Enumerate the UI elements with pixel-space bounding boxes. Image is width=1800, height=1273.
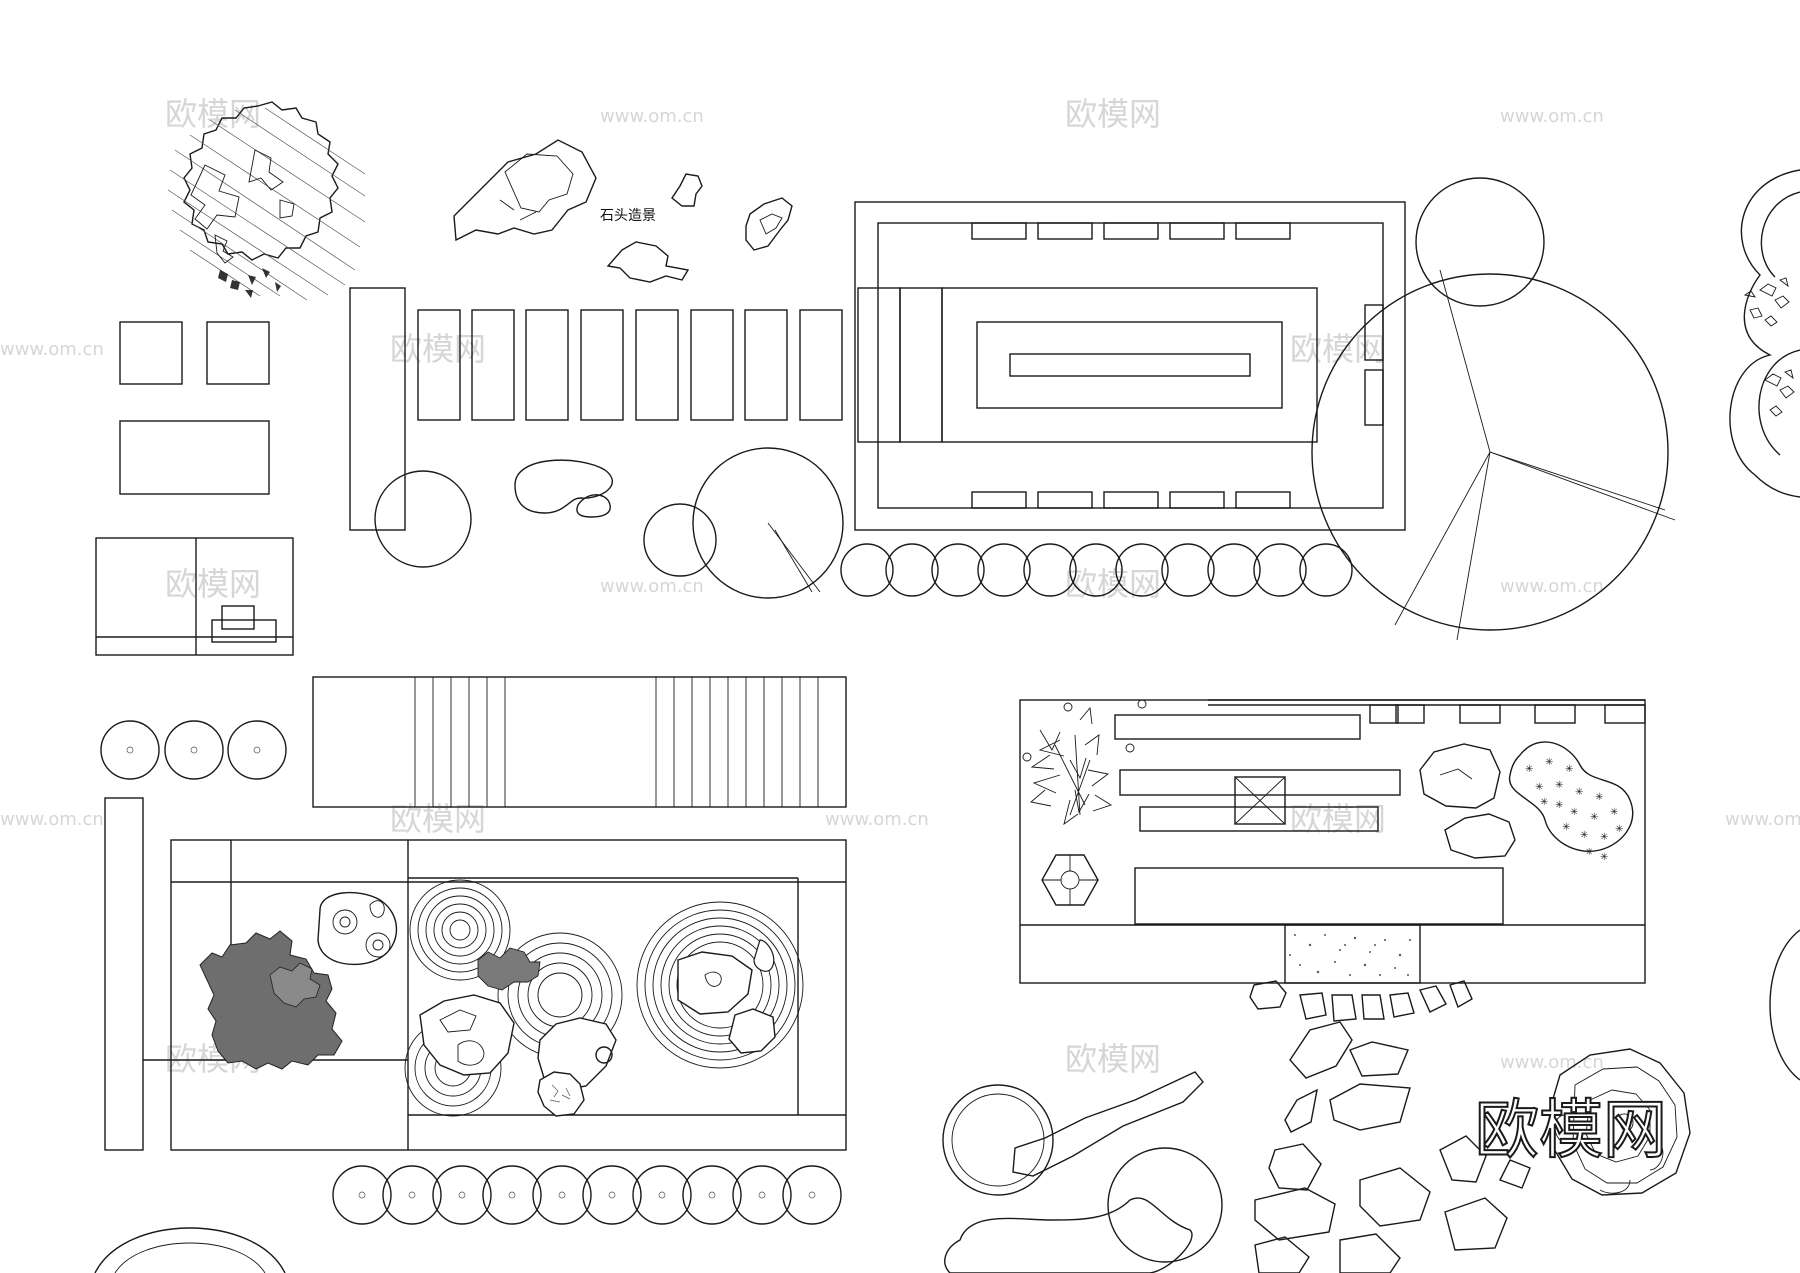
watermark-cn-3: 欧模网 <box>390 330 486 368</box>
garden-plan-right: ✳✳✳ ✳✳✳ ✳✳✳ ✳✳✳ ✳✳✳ ✳✳✳ <box>1019 699 1646 1022</box>
shrub-row-bottom <box>94 1165 842 1273</box>
svg-text:✳: ✳ <box>1580 830 1588 841</box>
tree-canopy-hatched <box>167 101 366 301</box>
svg-text:✳: ✳ <box>1570 807 1578 818</box>
pavilion-plan <box>854 201 1406 531</box>
svg-text:✳: ✳ <box>1600 832 1608 843</box>
gate-plan <box>95 537 294 656</box>
watermark-url-9: www.om.cn <box>1500 1052 1604 1073</box>
watermark-url-1: www.om.cn <box>600 106 704 127</box>
svg-text:✳: ✳ <box>1565 764 1573 775</box>
watermark-cn-5: 欧模网 <box>165 565 261 603</box>
watermark-url-5: www.om.cn <box>1500 576 1604 597</box>
rock-landscape-group: 石头造景 <box>453 139 793 283</box>
svg-text:✳: ✳ <box>1610 807 1618 818</box>
svg-text:✳: ✳ <box>1525 764 1533 775</box>
square-block-2 <box>206 321 270 385</box>
svg-text:✳: ✳ <box>1562 822 1570 833</box>
svg-text:✳: ✳ <box>1575 787 1583 798</box>
svg-text:✳: ✳ <box>1595 792 1603 803</box>
watermark-cn-8: 欧模网 <box>1290 800 1386 838</box>
stepping-stone-bars <box>349 287 844 599</box>
raked-ring-1 <box>409 879 511 981</box>
watermark-cn-4: 欧模网 <box>1290 330 1386 368</box>
left-blocks <box>95 321 294 656</box>
svg-text:✳: ✳ <box>1540 797 1548 808</box>
raked-ring-4 <box>636 901 804 1069</box>
svg-text:✳: ✳ <box>1590 812 1598 823</box>
right-edge-shrubs <box>1729 169 1800 1081</box>
bamboo-plant <box>1030 706 1113 826</box>
svg-text:✳: ✳ <box>1585 847 1593 858</box>
brand-logo-watermark: 欧模网 <box>1474 1093 1668 1169</box>
watermark-cn-10: 欧模网 <box>1065 1040 1161 1078</box>
staircase-plan <box>312 676 847 808</box>
svg-text:✳: ✳ <box>1535 782 1543 793</box>
rock-landscape-label: 石头造景 <box>600 208 656 224</box>
watermark-url-6: www.om.cn <box>0 809 104 830</box>
svg-text:✳: ✳ <box>1545 757 1553 768</box>
gravel-dots <box>1289 934 1411 976</box>
watermark-cn-6: 欧模网 <box>1065 565 1161 603</box>
watermark-url-4: www.om.cn <box>600 576 704 597</box>
shrub-row-left <box>100 720 287 780</box>
large-tree-circles <box>1311 177 1676 641</box>
watermark-cn-7: 欧模网 <box>390 800 486 838</box>
watermark-url-8: www.om.cn <box>1725 809 1800 830</box>
svg-text:✳: ✳ <box>1600 852 1608 863</box>
watermark-cn-1: 欧模网 <box>165 95 261 133</box>
shrub-row-top <box>840 543 1353 597</box>
watermark-url-3: www.om.cn <box>0 339 104 360</box>
watermark-cn-2: 欧模网 <box>1065 95 1161 133</box>
svg-text:✳: ✳ <box>1555 780 1563 791</box>
watermark-url-7: www.om.cn <box>825 809 929 830</box>
svg-text:✳: ✳ <box>1615 824 1623 835</box>
svg-text:✳: ✳ <box>1555 800 1563 811</box>
courtyard-plan <box>104 797 847 1151</box>
watermark-url-2: www.om.cn <box>1500 106 1604 127</box>
watermark-layer: 欧模网 www.om.cn 欧模网 www.om.cn www.om.cn 欧模… <box>0 95 1800 1078</box>
square-block-1 <box>119 321 183 385</box>
star-shrub-marks: ✳✳✳ ✳✳✳ ✳✳✳ ✳✳✳ ✳✳✳ ✳✳✳ <box>1525 757 1623 863</box>
brand-logo-text: 欧模网 <box>1475 1094 1667 1168</box>
rect-block <box>119 420 270 495</box>
